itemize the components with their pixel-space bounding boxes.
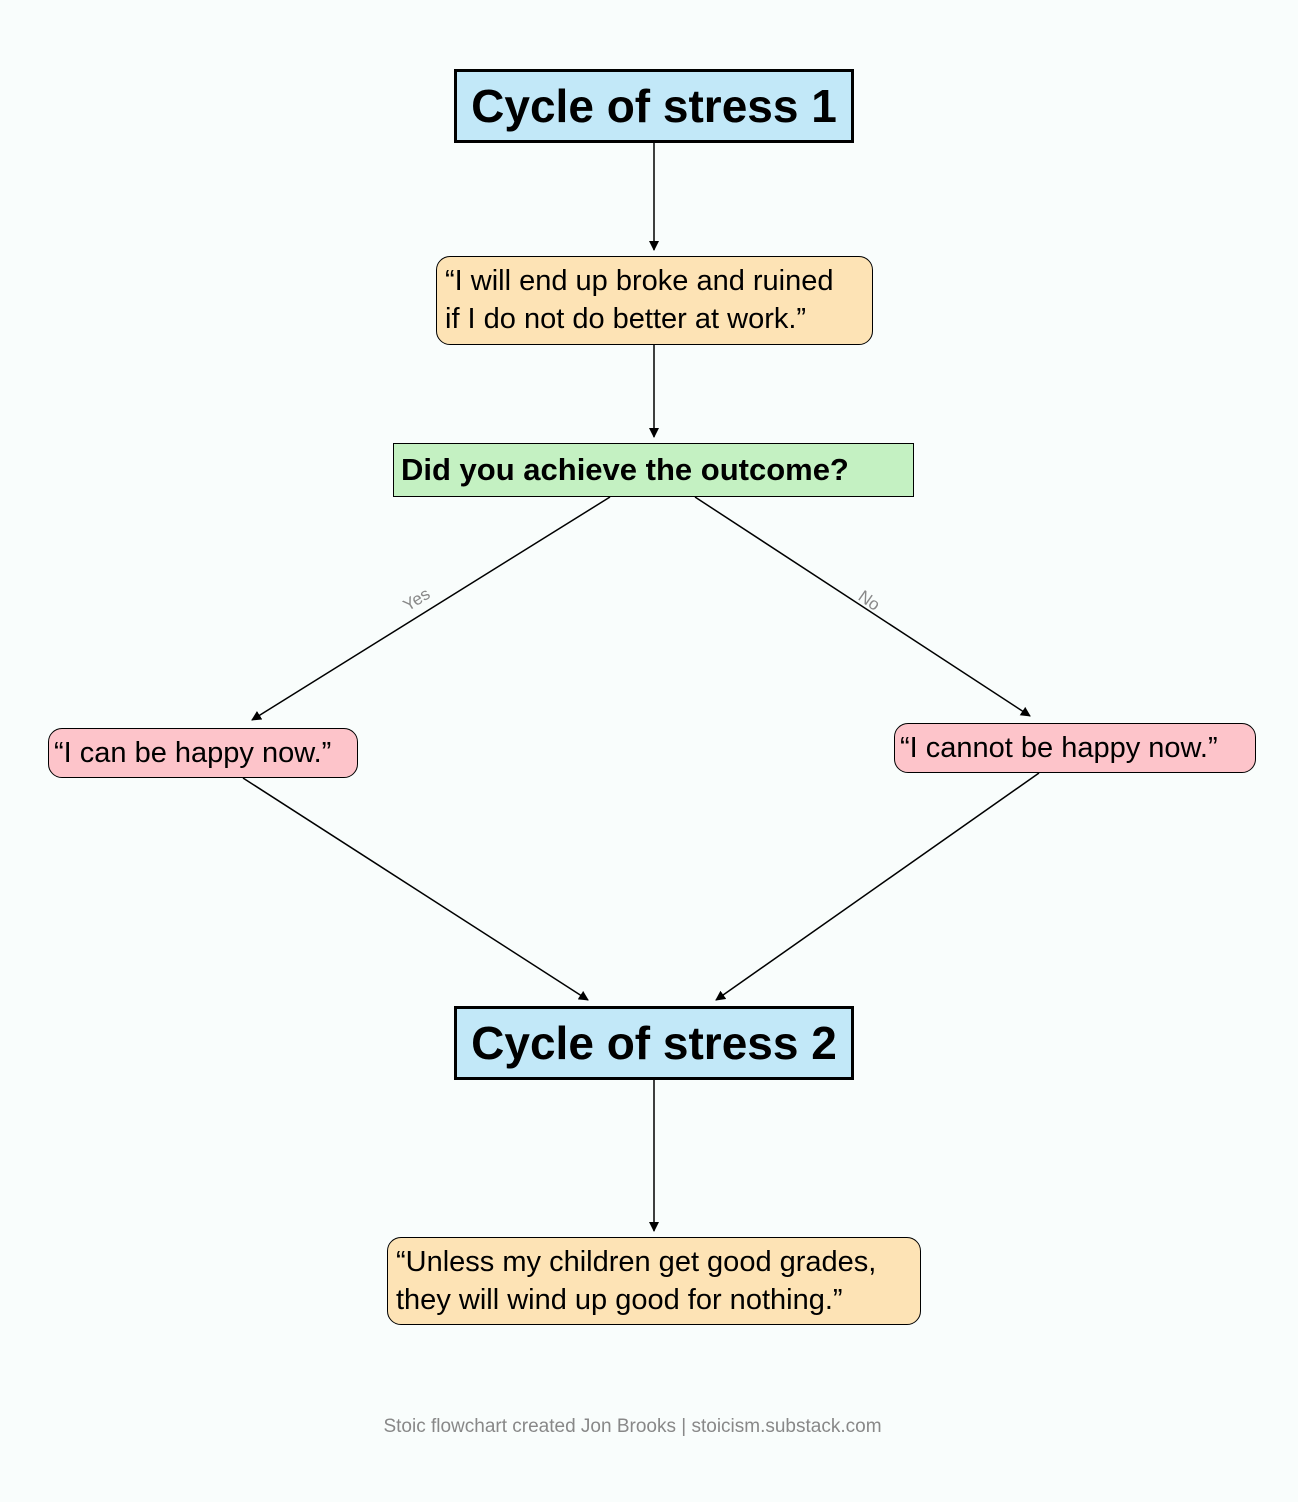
belief-1-node: “I will end up broke and ruined if I do …: [436, 256, 873, 345]
belief-2-line-2: they will wind up good for nothing.”: [396, 1284, 843, 1316]
no-result-label: “I cannot be happy now.”: [900, 731, 1218, 764]
cycle-of-stress-2-node: Cycle of stress 2: [454, 1006, 854, 1080]
cycle-2-label: Cycle of stress 2: [471, 1017, 837, 1069]
cycle-of-stress-1-node: Cycle of stress 1: [454, 69, 854, 143]
cycle-1-label: Cycle of stress 1: [471, 80, 837, 132]
belief-2-node: “Unless my children get good grades, the…: [387, 1237, 921, 1325]
question-label: Did you achieve the outcome?: [401, 452, 849, 487]
yes-result-node: “I can be happy now.”: [48, 728, 358, 778]
edge-question-yes: [251, 496, 611, 721]
belief-1-line-2: if I do not do better at work.”: [445, 303, 807, 335]
decision-question-node: Did you achieve the outcome?: [393, 443, 914, 497]
edge-no-to-cycle2: [715, 772, 1040, 1001]
footer-credit: Stoic flowchart created Jon Brooks | sto…: [383, 1416, 882, 1437]
yes-result-label: “I can be happy now.”: [54, 736, 332, 769]
belief-2-line-1: “Unless my children get good grades,: [396, 1246, 877, 1278]
edge-question-no: [694, 496, 1031, 717]
edge-yes-to-cycle2: [242, 777, 589, 1001]
no-result-node: “I cannot be happy now.”: [894, 723, 1256, 773]
belief-1-line-1: “I will end up broke and ruined: [445, 265, 834, 297]
